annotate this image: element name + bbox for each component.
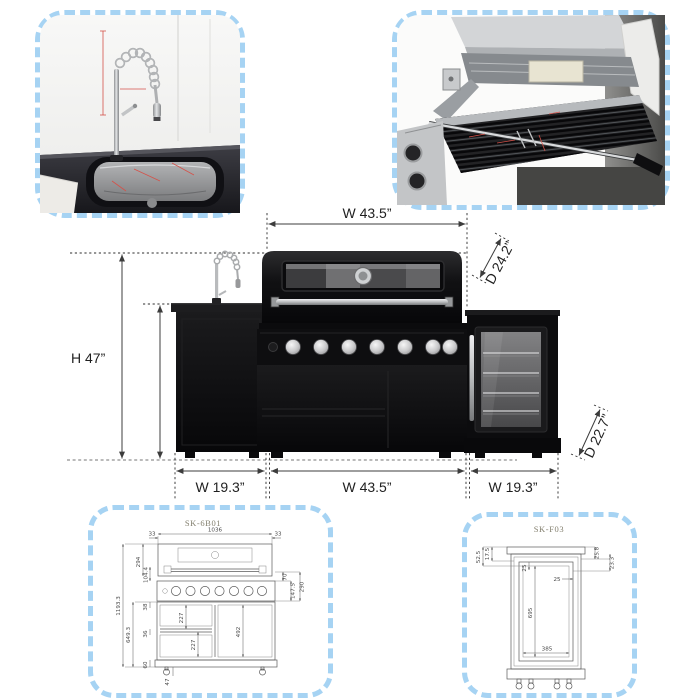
sink-module [171, 250, 271, 458]
dim-60: 60 [143, 661, 149, 669]
sink-faucet-photo [40, 15, 240, 213]
skf03-dimensions: 52.5 17.5 25.8 23.3 25 25 695 [476, 546, 616, 657]
red-dimension-annotations [468, 111, 561, 152]
spring-faucet [110, 47, 161, 161]
dim-294: 294 [136, 556, 142, 567]
dim-17-5: 17.5 [485, 547, 491, 560]
dim-227-bottom: 227 [191, 639, 197, 650]
fridge-handle [469, 335, 474, 421]
dim-104-4: 104.4 [144, 567, 150, 583]
skf03-cad-drawing: SK-F03 52.5 17.5 [476, 524, 616, 690]
dim-649-3: 649.3 [126, 627, 132, 643]
dim-25-8: 25.8 [595, 546, 601, 559]
hood-handle [276, 299, 448, 305]
dim-227-top: 227 [179, 612, 185, 623]
grill-cart-front [397, 121, 447, 205]
height-dimension-label: H 47” [71, 350, 106, 366]
sk6b01-casters [163, 666, 266, 676]
dim-47: 47 [165, 678, 171, 686]
dim-492: 492 [236, 627, 242, 638]
dim-695: 695 [528, 607, 534, 618]
grill-photo-panel [392, 10, 670, 210]
dim-38: 38 [143, 603, 149, 611]
sk6b01-dimensions: 1036 33 33 294 104.4 1193.3 649.3 70 [116, 528, 306, 686]
dim-70: 70 [283, 573, 289, 581]
skf03-casters [515, 678, 573, 690]
dim-1193-3: 1193.3 [116, 596, 122, 616]
dim-1036: 1036 [208, 528, 223, 534]
diagram-faucet [212, 250, 241, 304]
center-width-label: W 43.5” [342, 479, 391, 495]
sk6b01-title: SK-6B01 [185, 518, 221, 528]
dim-25-side: 25 [553, 577, 561, 583]
dim-52-5: 52.5 [476, 550, 482, 563]
grill-module [257, 251, 467, 458]
right-width-label: W 19.3” [488, 479, 537, 495]
rotisserie-rod [428, 121, 663, 176]
sk6b01-drawing-panel: SK-6B01 [88, 505, 333, 698]
grill-rotisserie-photo [397, 15, 665, 205]
dim-33-right: 33 [274, 532, 282, 538]
grill-depth-label: D 24.2” [482, 238, 518, 286]
dim-25-top: 25 [522, 564, 528, 572]
sink-basin [86, 157, 224, 208]
red-dimension-annotations [100, 30, 195, 192]
fridge-depth-label: D 22.7” [581, 411, 615, 460]
sink-photo-panel [35, 10, 245, 218]
skf03-fridge-outline [506, 546, 586, 690]
sk6b01-grill-outline [154, 543, 278, 676]
dim-290: 290 [300, 581, 306, 592]
shadow-area [517, 167, 665, 205]
left-width-label: W 19.3” [195, 479, 244, 495]
dim-385: 385 [542, 647, 553, 653]
sk6b01-knobs [171, 586, 267, 596]
dim-147-5: 147.5 [291, 583, 297, 599]
fridge-module [464, 310, 561, 458]
grill-open-hood [433, 15, 660, 121]
control-knobs [268, 339, 458, 355]
dim-36: 36 [143, 630, 149, 638]
top-width-label: W 43.5” [342, 205, 391, 221]
cabinet-panel-lines [262, 371, 389, 448]
skf03-title: SK-F03 [534, 524, 565, 534]
skf03-drawing-panel: SK-F03 52.5 17.5 [462, 512, 637, 698]
dim-23-3: 23.3 [610, 556, 616, 569]
dim-33-left: 33 [148, 532, 156, 538]
grill-grates [435, 95, 657, 173]
fridge-shelves [481, 332, 539, 427]
main-dimension-diagram: H 47” W 43.5” D 24.2” D 22.7” W 19.3” W … [67, 205, 615, 501]
hood-window [286, 264, 440, 288]
sk6b01-cad-drawing: SK-6B01 [116, 518, 306, 686]
